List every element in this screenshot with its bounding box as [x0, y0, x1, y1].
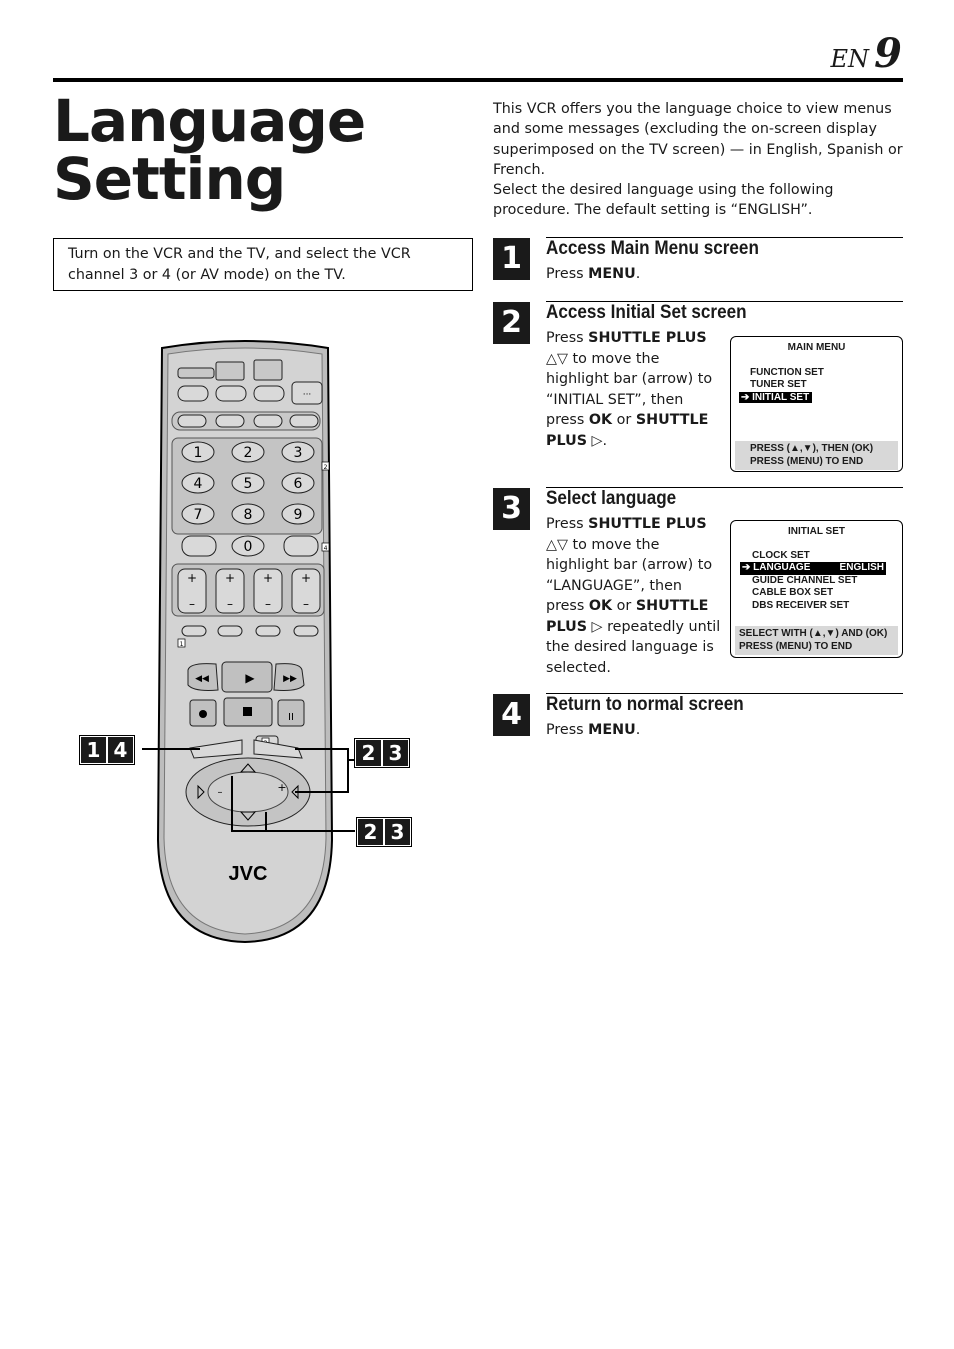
svg-text:–: –: [303, 597, 309, 611]
svg-text:II: II: [288, 712, 294, 723]
initial-set-footer-1: SELECT WITH (▲,▼) AND (OK): [739, 628, 888, 639]
svg-text:–: –: [265, 597, 271, 611]
svg-text:+: +: [263, 571, 273, 585]
label-1: 1: [180, 641, 184, 648]
jvc-logo: JVC: [229, 863, 268, 885]
step-divider: [546, 693, 903, 694]
svg-text:◀◀: ◀◀: [195, 674, 209, 684]
initial-set-item: GUIDE CHANNEL SET: [752, 574, 858, 586]
svg-text:▶▶: ▶▶: [283, 674, 297, 684]
step-number-3: 3: [493, 488, 530, 530]
svg-text:+: +: [277, 781, 286, 794]
main-menu-footer-1: PRESS (▲,▼), THEN (OK): [750, 443, 874, 454]
callout-step-1: 1: [80, 736, 107, 764]
label-4: 4: [324, 545, 328, 552]
page-number: EN 9: [831, 30, 902, 77]
step-number-4: 4: [493, 694, 530, 736]
svg-text:···: ···: [303, 390, 312, 400]
key-0: 0: [244, 539, 253, 555]
key-8: 8: [244, 507, 253, 523]
initial-set-item: DBS RECEIVER SET: [752, 599, 850, 611]
key-4: 4: [194, 476, 203, 492]
svg-text:–: –: [218, 787, 223, 798]
step-number-2: 2: [493, 302, 530, 344]
svg-text:–: –: [227, 597, 233, 611]
intro-paragraph-2: Select the desired language using the fo…: [493, 182, 834, 219]
svg-text:+: +: [301, 571, 311, 585]
svg-text:▶: ▶: [245, 671, 255, 685]
initial-set-title: INITIAL SET: [787, 526, 846, 537]
key-3: 3: [294, 445, 303, 461]
main-menu-screen: MAIN MENU FUNCTION SET TUNER SET ➔ INITI…: [730, 336, 903, 472]
step-body-3: Press SHUTTLE PLUS △▽ to move the highli…: [546, 516, 721, 676]
step-number-1: 1: [493, 238, 530, 280]
main-menu-item: TUNER SET: [750, 379, 807, 390]
step-body-4: Press MENU.: [546, 722, 641, 738]
svg-text:–: –: [189, 597, 195, 611]
key-1: 1: [194, 445, 203, 461]
callout-step-2: 2: [355, 739, 382, 767]
language-value: ENGLISH: [839, 562, 884, 573]
callout-step-3: 3: [384, 818, 411, 846]
svg-text:+: +: [187, 571, 197, 585]
step-divider: [546, 301, 903, 302]
key-5: 5: [244, 476, 253, 492]
main-menu-title: MAIN MENU: [787, 342, 846, 353]
language-code: EN: [830, 45, 870, 73]
callout-step-3: 3: [382, 739, 409, 767]
step-heading-4: Return to normal screen: [546, 694, 744, 715]
step-heading-3: Select language: [546, 488, 677, 509]
step-heading-2: Access Initial Set screen: [546, 302, 747, 323]
page-title: Language Setting: [53, 92, 473, 208]
step-heading-1: Access Main Menu screen: [546, 238, 759, 259]
step-divider: [546, 487, 903, 488]
page-number-value: 9: [874, 30, 902, 77]
svg-text:+: +: [225, 571, 235, 585]
main-menu-item: FUNCTION SET: [750, 366, 824, 378]
key-6: 6: [294, 476, 303, 492]
header-rule: [53, 78, 903, 82]
initial-set-item-selected: ➔ LANGUAGE: [742, 562, 811, 573]
step-body-1: Press MENU.: [546, 266, 641, 282]
step-divider: [546, 237, 903, 238]
remote-control-illustration: ··· 1 2 3 4 5 6 7 8 9 2 0 4 + + + + – – …: [156, 340, 334, 944]
initial-set-item: CLOCK SET: [752, 549, 810, 561]
note-box: Turn on the VCR and the TV, and select t…: [53, 238, 473, 291]
main-menu-item-selected: ➔ INITIAL SET: [739, 391, 813, 403]
label-2: 2: [324, 464, 328, 471]
callout-step-2: 2: [357, 818, 384, 846]
callout-steps-2-3-bottom: 2 3: [356, 817, 412, 847]
page-title-line1: Language: [53, 87, 366, 155]
callout-steps-2-3-top: 2 3: [354, 738, 410, 768]
page-title-line2: Setting: [53, 145, 286, 213]
key-2: 2: [244, 445, 253, 461]
initial-set-footer-2: PRESS (MENU) TO END: [739, 640, 853, 652]
main-menu-footer-2: PRESS (MENU) TO END: [750, 455, 864, 467]
intro-text: This VCR offers you the language choice …: [493, 99, 905, 221]
initial-set-item: CABLE BOX SET: [752, 587, 834, 598]
callout-steps-1-4: 1 4: [79, 735, 135, 765]
key-7: 7: [194, 507, 203, 523]
intro-paragraph-1: This VCR offers you the language choice …: [493, 101, 903, 178]
step-body-2: Press SHUTTLE PLUS △▽ to move the highli…: [546, 330, 713, 449]
key-9: 9: [294, 507, 303, 523]
callout-step-4: 4: [107, 736, 134, 764]
